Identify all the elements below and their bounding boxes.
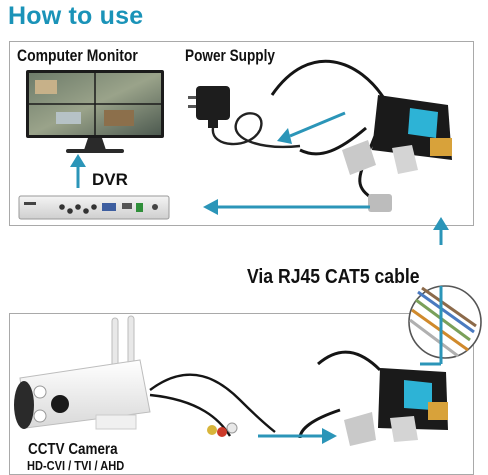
flow-arrows: [70, 111, 449, 444]
cctv-camera-icon: [14, 315, 276, 437]
dvr-label: DVR: [92, 170, 128, 189]
cat5-cable-icon: [408, 285, 482, 359]
computer-monitor-label: Computer Monitor: [17, 46, 138, 65]
video-balun-icon: [270, 59, 452, 212]
cctv-camera-label: CCTV Camera: [28, 441, 118, 458]
camera-formats-label: HD-CVI / TVI / AHD: [27, 458, 125, 473]
monitor-icon: [26, 70, 164, 153]
video-balun-icon: [298, 350, 448, 446]
power-supply-label: Power Supply: [185, 46, 275, 65]
cable-label: Via RJ45 CAT5 cable: [247, 266, 420, 288]
dvr-icon: [18, 195, 170, 220]
power-adapter-icon: [188, 86, 301, 148]
page-title: How to use: [8, 2, 144, 30]
